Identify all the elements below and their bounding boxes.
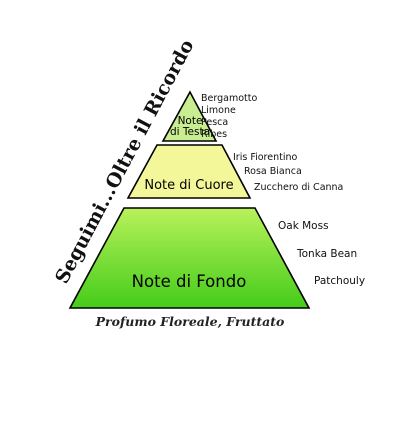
top-layer [161,90,218,142]
bottom-layer [68,207,311,309]
top-note: Limone [201,105,236,116]
bottom-layer-label: Note di Fondo [132,272,247,291]
caption: Profumo Floreale, Fruttato [95,314,285,329]
top-layer-label-line1: Note [178,115,203,127]
middle-layer [126,144,252,199]
top-note: Pesca [201,117,228,128]
bottom-note: Tonka Bean [296,248,357,260]
bottom-note: Patchouly [314,275,365,287]
middle-layer-label: Note di Cuore [144,178,233,193]
bottom-note: Oak Moss [278,220,329,232]
middle-note: Zucchero di Canna [254,182,343,193]
top-note: Ribes [201,129,227,140]
middle-note: Iris Fiorentino [233,152,297,163]
top-layer-label-line2: di Testa [170,126,210,138]
top-note: Bergamotto [201,93,257,104]
middle-note: Rosa Bianca [244,166,302,177]
